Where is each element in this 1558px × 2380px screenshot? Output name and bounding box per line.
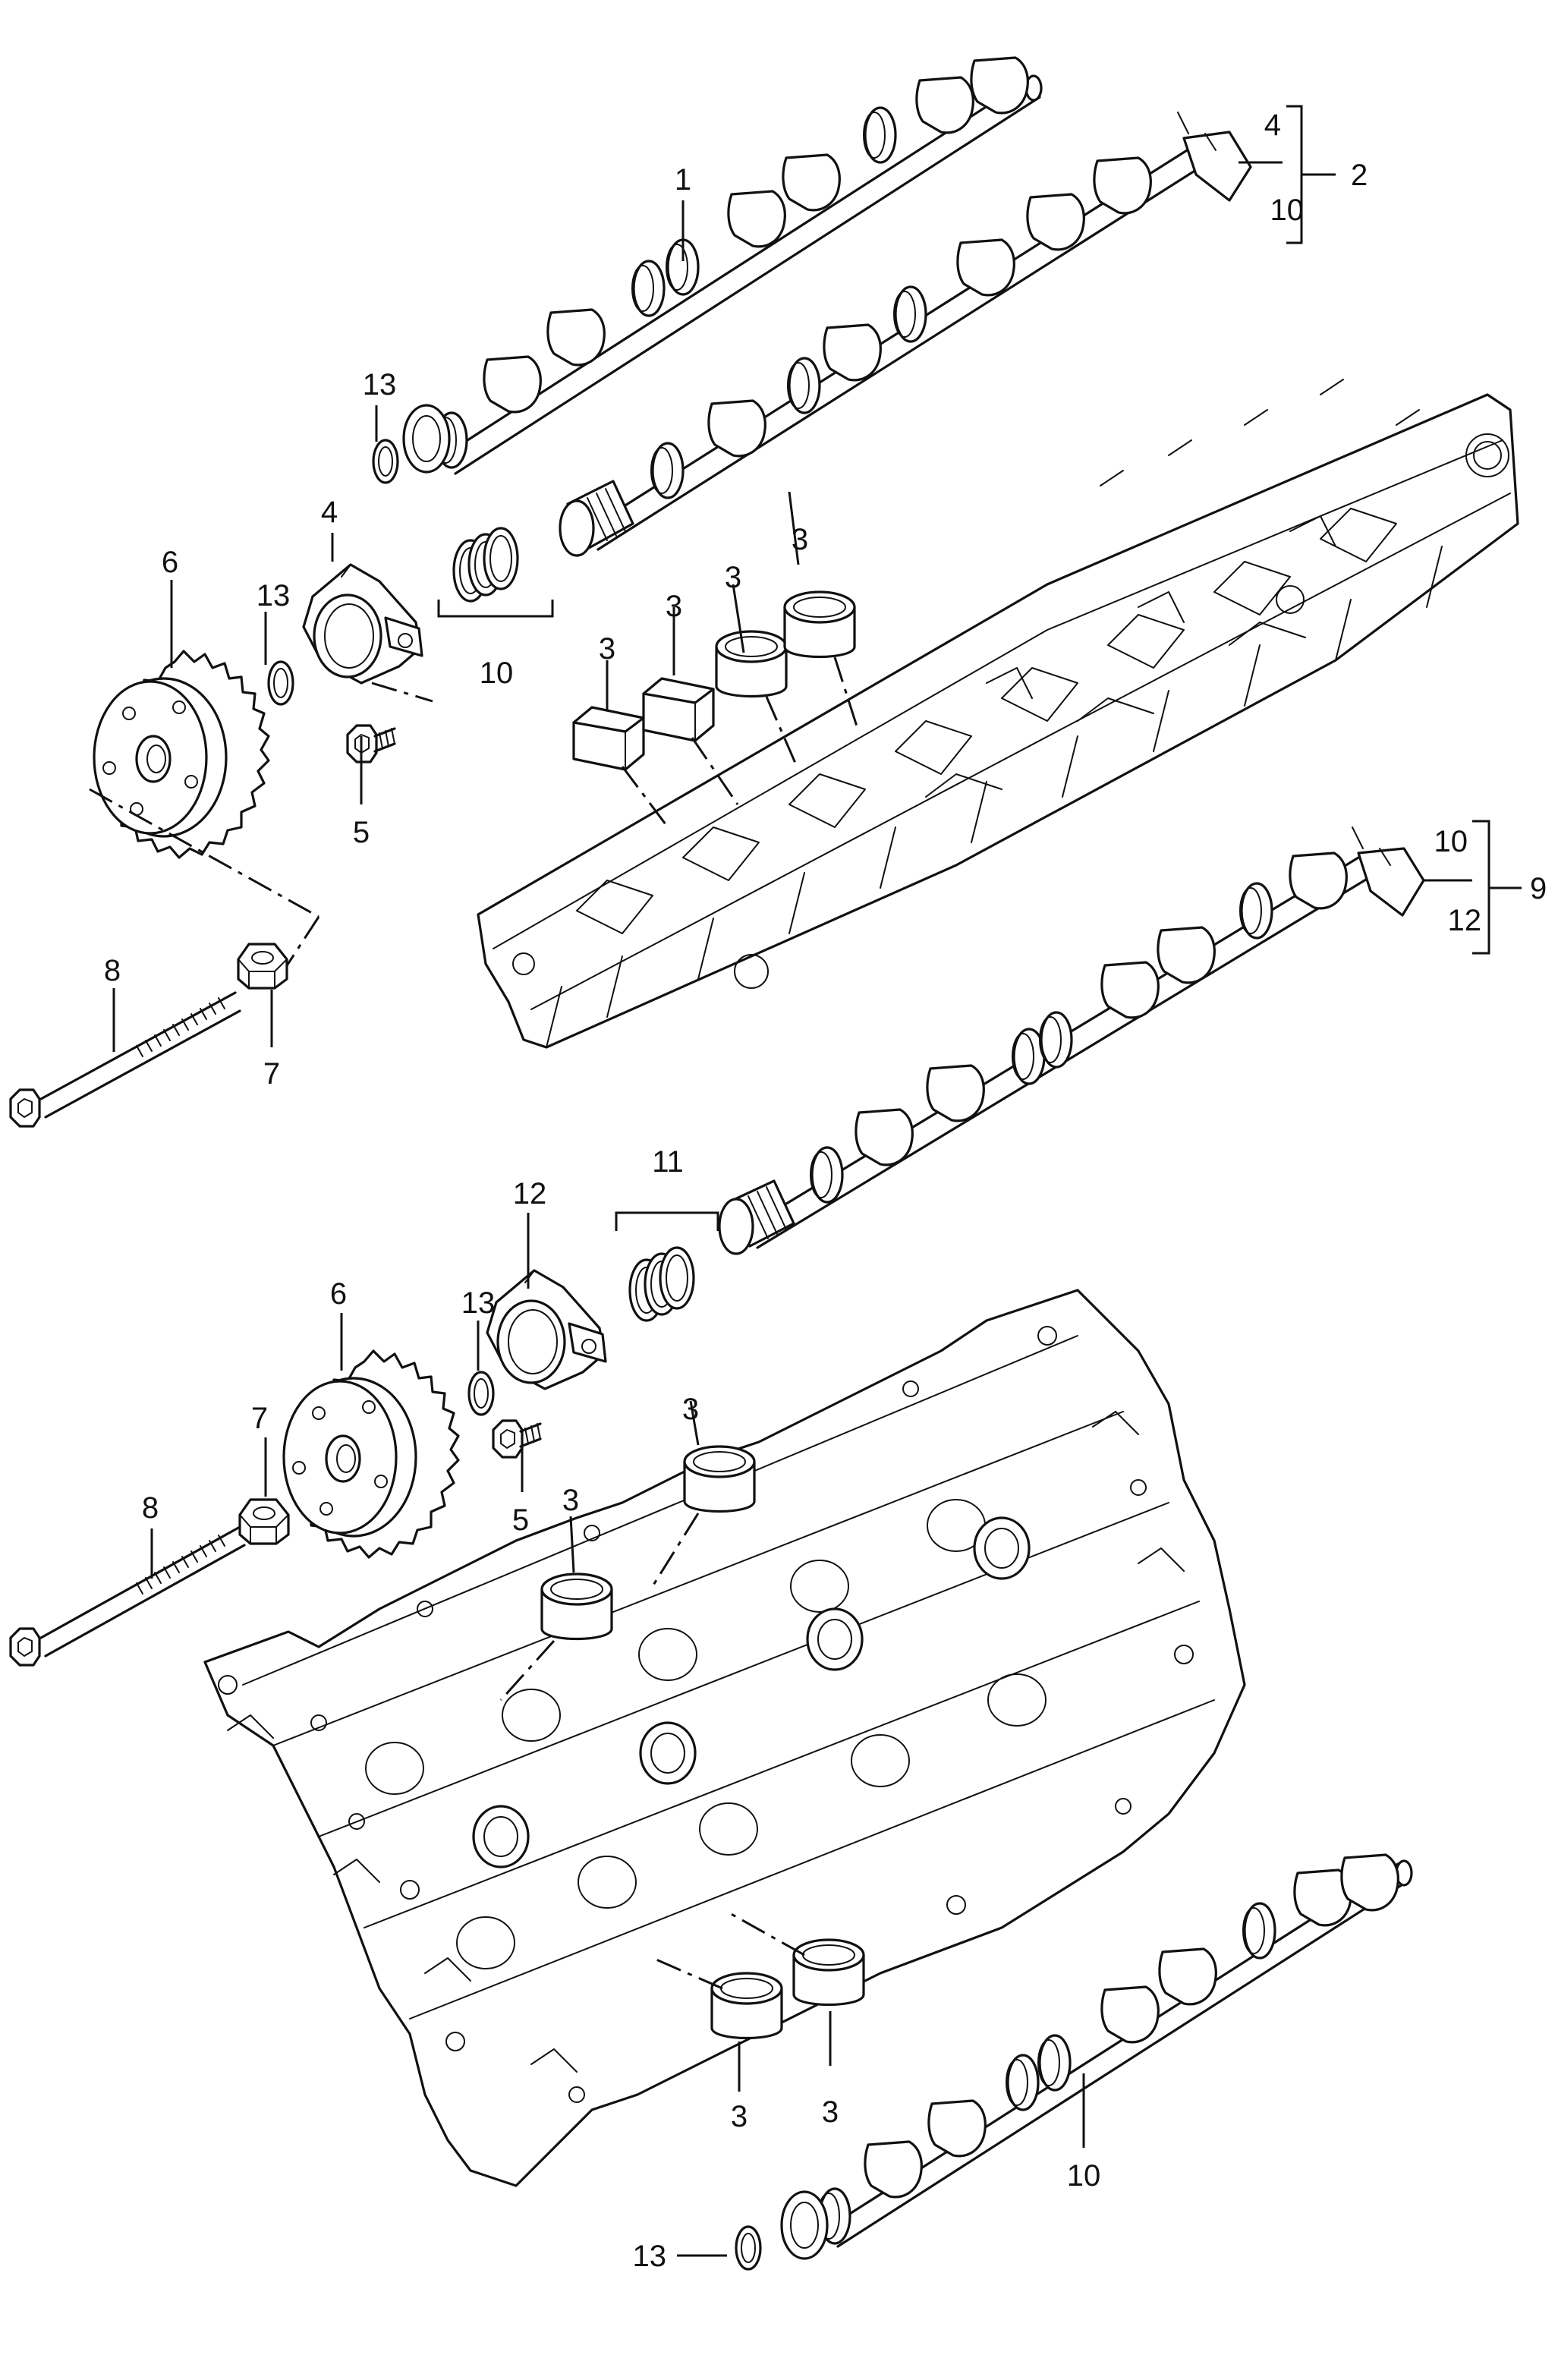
callout-2-sub-4: 4 xyxy=(1264,109,1281,142)
callout-9-sub-12: 12 xyxy=(1448,904,1482,937)
callout-8-bottom: 8 xyxy=(142,1491,159,1525)
seal-rings-10-top xyxy=(452,527,519,603)
callout-9-sub-10: 10 xyxy=(1434,825,1468,858)
callout-13-top: 13 xyxy=(363,368,397,401)
bracket-9 xyxy=(1472,820,1522,955)
tappet-guide-lines-top xyxy=(621,656,859,828)
callout-6-bottom: 6 xyxy=(330,1277,347,1311)
cam-flange-12 xyxy=(486,1269,607,1390)
callout-3-g: 3 xyxy=(731,2100,748,2133)
callout-3-c: 3 xyxy=(725,561,741,594)
callout-10-middle: 11 xyxy=(652,1145,684,1179)
central-bolt-8-bottom xyxy=(9,1525,246,1667)
callout-2-sub-10: 10 xyxy=(1270,194,1305,227)
tappet-3-bottom-3 xyxy=(710,1972,783,2040)
callout-2: 2 xyxy=(1351,159,1368,192)
callout-3-e: 3 xyxy=(682,1393,699,1426)
callout-labels: 1 13 4 6 13 10 5 8 7 3 3 3 3 9 10 12 11 … xyxy=(104,163,1547,2273)
o-ring-13-left xyxy=(267,660,294,706)
callout-3-f: 3 xyxy=(562,1484,579,1517)
callout-13-middle: 13 xyxy=(461,1286,496,1320)
bracket-2 xyxy=(1286,105,1336,244)
central-bolt-8-top xyxy=(9,991,241,1128)
camshaft-9 xyxy=(718,826,1425,1255)
seal-rings-10-middle xyxy=(628,1246,695,1322)
callout-5-top: 5 xyxy=(353,816,370,849)
callout-3-b: 3 xyxy=(666,590,682,623)
bolt-5-bottom xyxy=(492,1419,542,1459)
callout-4-flange: 4 xyxy=(321,496,338,529)
callout-3-h: 3 xyxy=(822,2095,839,2129)
callout-3-a: 3 xyxy=(599,632,615,666)
tappet-3-bottom-4 xyxy=(792,1938,865,2007)
tappet-3-box-2 xyxy=(642,677,715,742)
cylinder-head-top xyxy=(477,379,1519,1049)
assembly-line-flange-top xyxy=(371,682,433,703)
bolt-5-top xyxy=(346,724,396,763)
nut-7-bottom xyxy=(238,1498,290,1545)
callout-9: 9 xyxy=(1530,872,1547,905)
tappet-3-bottom-2 xyxy=(540,1572,613,1641)
callout-5-bottom: 5 xyxy=(512,1503,529,1537)
o-ring-13-bottom xyxy=(735,2225,762,2271)
callout-1: 1 xyxy=(675,163,691,197)
cylinder-head-bottom xyxy=(203,1289,1246,2187)
sprocket-6-top xyxy=(93,650,270,859)
o-ring-13-middle xyxy=(467,1371,495,1416)
callout-3-d: 3 xyxy=(792,523,808,556)
cam-flange-4 xyxy=(302,563,423,685)
tappet-3-cyl-1 xyxy=(715,630,788,698)
callout-11: 10 xyxy=(1067,2159,1101,2193)
callout-13-bottom: 13 xyxy=(633,2240,667,2273)
o-ring-13-top xyxy=(372,439,399,484)
callout-13-left: 13 xyxy=(257,579,291,612)
callout-12: 12 xyxy=(513,1177,547,1210)
camshaft-1 xyxy=(433,56,1043,475)
callout-7-bottom: 7 xyxy=(251,1402,268,1435)
bracket-10-top xyxy=(437,600,554,618)
callout-6-top: 6 xyxy=(162,546,178,579)
callout-7-top: 7 xyxy=(263,1057,280,1091)
callout-8-top: 8 xyxy=(104,954,121,987)
camshaft-11 xyxy=(817,1853,1413,2248)
bracket-10-middle xyxy=(615,1211,719,1231)
leader-lines xyxy=(112,200,1085,2257)
callout-10-top: 10 xyxy=(480,656,514,690)
seal-ring-camshaft-11 xyxy=(780,2190,829,2260)
camshaft-2 xyxy=(559,112,1252,557)
tappet-3-bottom-1 xyxy=(683,1445,756,1513)
seal-ring-camshaft-1 xyxy=(402,404,451,474)
tappet-3-cyl-2 xyxy=(783,590,856,659)
sprocket-6-bottom xyxy=(282,1349,460,1559)
nut-7-top xyxy=(237,943,288,990)
tappet-3-box-1 xyxy=(572,706,645,771)
